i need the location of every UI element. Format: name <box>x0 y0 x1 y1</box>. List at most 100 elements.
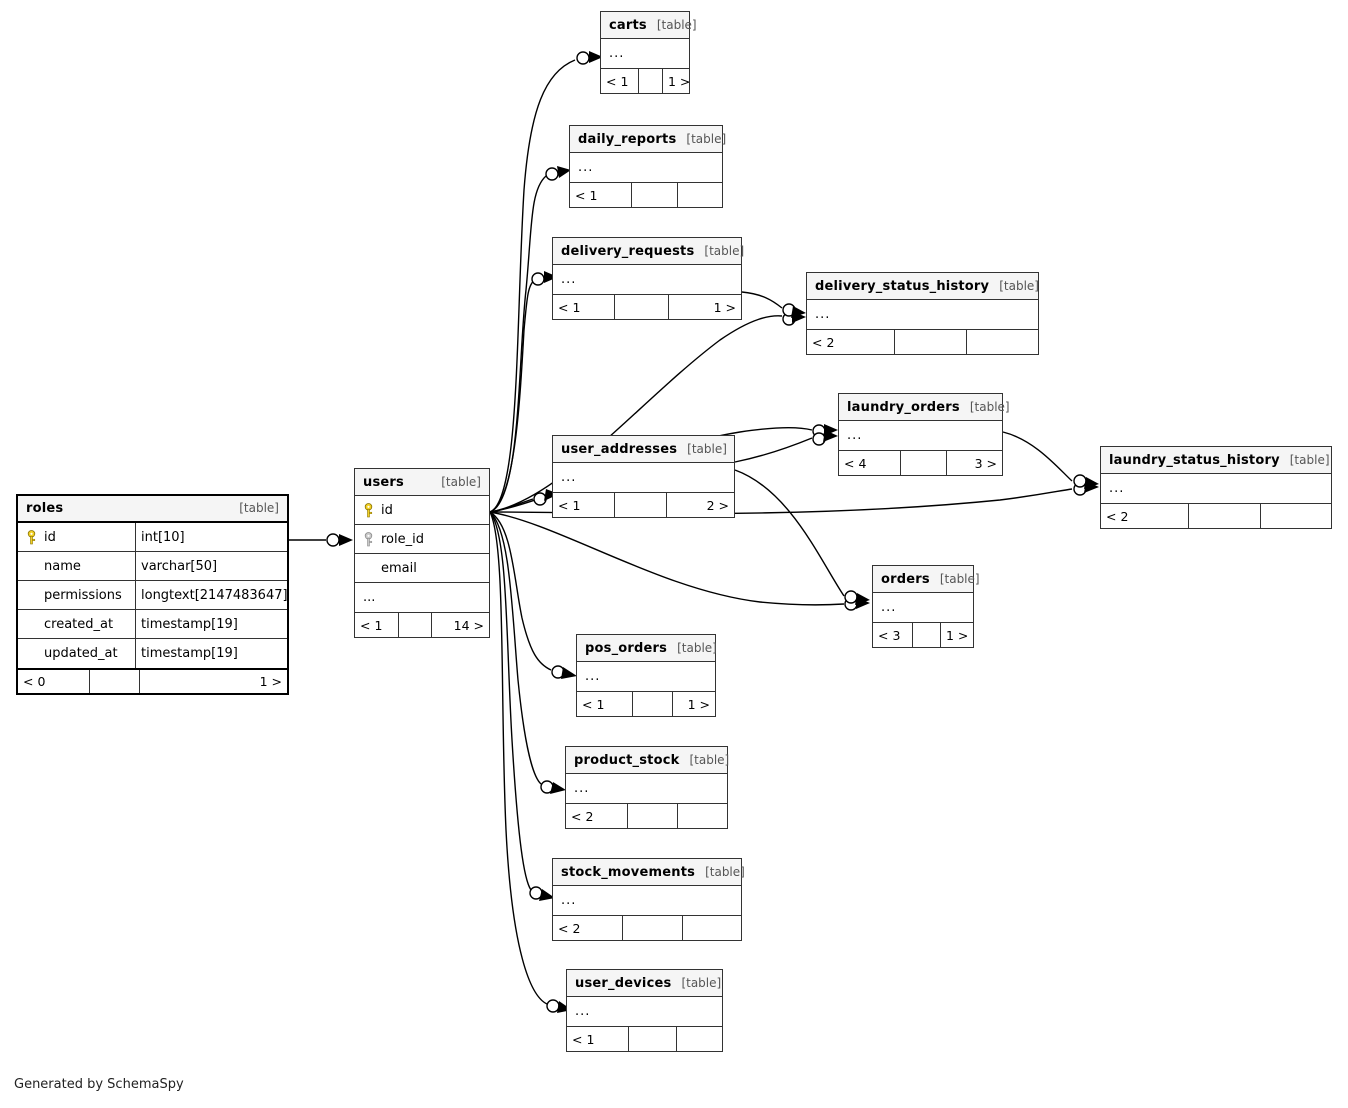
table-row[interactable]: created_at timestamp[19] <box>18 610 287 639</box>
table-row[interactable]: id <box>355 496 489 525</box>
table-header-stock-movements: stock_movements [table] <box>553 859 745 886</box>
more-columns-ellipsis: ... <box>609 46 625 61</box>
column-type: timestamp[19] <box>141 616 238 632</box>
table-node-delivery-requests[interactable]: delivery_requests [table] ... < 1 1 > <box>552 237 745 320</box>
table-node-stock-movements[interactable]: stock_movements [table] ... < 2 <box>552 858 745 941</box>
footer-parents-count: < 1 <box>601 69 639 93</box>
table-row[interactable]: name varchar[50] <box>18 552 287 581</box>
footer-middle <box>913 623 941 647</box>
table-footer-product-stock: < 2 <box>566 803 727 828</box>
table-header-orders: orders [table] <box>873 566 980 593</box>
table-node-delivery-status-history[interactable]: delivery_status_history [table] ... < 2 <box>806 272 1039 355</box>
table-header-delivery-requests: delivery_requests [table] <box>553 238 745 265</box>
table-node-laundry-orders[interactable]: laundry_orders [table] ... < 4 3 > <box>838 393 1010 476</box>
footer-children-count: 3 > <box>974 455 997 471</box>
table-kind-pos-orders: [table] <box>677 640 717 655</box>
primary-key-icon <box>27 529 36 544</box>
table-title-orders: orders <box>881 571 930 587</box>
footer-middle <box>895 330 967 354</box>
footer-parents-count: < 1 <box>355 613 399 637</box>
more-columns-ellipsis: ... <box>815 307 831 322</box>
more-columns-ellipsis: ... <box>847 428 863 443</box>
edge-users-pos-orders <box>489 511 577 679</box>
footer-children-count: 2 > <box>706 497 729 513</box>
table-title-pos-orders: pos_orders <box>585 640 668 656</box>
table-footer-delivery-status-history: < 2 <box>807 329 1038 354</box>
footer-children-count: 1 > <box>713 299 736 315</box>
table-kind-orders: [table] <box>939 571 980 586</box>
footer-middle <box>639 69 663 93</box>
table-node-users[interactable]: users [table] id <box>354 468 490 638</box>
table-row[interactable]: id int[10] <box>18 523 287 552</box>
footer-parents-count: < 2 <box>1101 504 1189 528</box>
footer-parents-count: < 4 <box>839 451 901 475</box>
table-header-delivery-status-history: delivery_status_history [table] <box>807 273 1039 300</box>
footer-middle <box>623 916 683 940</box>
table-footer-pos-orders: < 1 1 > <box>577 691 715 716</box>
table-footer-user-addresses: < 1 2 > <box>553 492 734 517</box>
table-title-delivery-requests: delivery_requests <box>561 243 695 259</box>
more-columns-ellipsis: ... <box>1109 481 1125 496</box>
table-body-orders: ... <box>873 593 973 622</box>
table-body-delivery-requests: ... <box>553 265 741 294</box>
table-node-laundry-status-history[interactable]: laundry_status_history [table] ... < 2 <box>1100 446 1332 529</box>
table-kind-delivery-requests: [table] <box>704 243 745 258</box>
footer-middle <box>615 493 667 517</box>
footer-children-count <box>1261 504 1331 528</box>
footer-parents-count: < 2 <box>553 916 623 940</box>
table-row[interactable]: role_id <box>355 525 489 554</box>
table-node-product-stock[interactable]: product_stock [table] ... < 2 <box>565 746 729 829</box>
more-columns-ellipsis: ... <box>585 669 601 684</box>
column-name: name <box>18 552 136 580</box>
edge-delivery-requests-status-history <box>741 291 806 318</box>
footer-middle <box>901 451 947 475</box>
table-header-users: users [table] <box>355 469 489 496</box>
table-title-laundry-orders: laundry_orders <box>847 399 960 415</box>
table-node-carts[interactable]: carts [table] ... < 1 1 > <box>600 11 697 94</box>
table-node-daily-reports[interactable]: daily_reports [table] ... < 1 <box>569 125 726 208</box>
table-title-user-addresses: user_addresses <box>561 441 678 457</box>
table-title-users: users <box>363 474 404 490</box>
table-footer-stock-movements: < 2 <box>553 915 741 940</box>
footer-children-count: 14 > <box>453 617 484 633</box>
more-columns-ellipsis: ... <box>561 470 577 485</box>
table-node-orders[interactable]: orders [table] ... < 3 1 > <box>872 565 980 648</box>
table-node-pos-orders[interactable]: pos_orders [table] ... < 1 1 > <box>576 634 717 717</box>
table-node-user-addresses[interactable]: user_addresses [table] ... < 1 2 > <box>552 435 735 518</box>
table-kind-users: [table] <box>441 474 481 489</box>
table-body-user-addresses: ... <box>553 463 734 492</box>
footer-parents-count: < 2 <box>566 804 628 828</box>
footer-children-count <box>683 916 741 940</box>
table-footer-delivery-requests: < 1 1 > <box>553 294 741 319</box>
table-row[interactable]: updated_at timestamp[19] <box>18 639 287 668</box>
footer-middle <box>628 804 678 828</box>
footer-parents-count: < 0 <box>18 670 90 693</box>
table-body-laundry-status-history: ... <box>1101 474 1331 503</box>
table-row[interactable]: permissions longtext[2147483647] <box>18 581 288 610</box>
more-columns-ellipsis: ... <box>574 781 590 796</box>
footer-parents-count: < 1 <box>570 183 632 207</box>
table-body-stock-movements: ... <box>553 886 741 915</box>
table-kind-laundry-status-history: [table] <box>1289 452 1330 467</box>
table-header-daily-reports: daily_reports [table] <box>570 126 726 153</box>
edge-roles-users <box>289 533 353 547</box>
footer-middle <box>1189 504 1261 528</box>
table-body-carts: ... <box>601 39 689 68</box>
table-row[interactable]: email <box>355 554 489 583</box>
table-kind-stock-movements: [table] <box>705 864 745 879</box>
footer-parents-count: < 1 <box>577 692 633 716</box>
table-footer-laundry-status-history: < 2 <box>1101 503 1331 528</box>
table-node-user-devices[interactable]: user_devices [table] ... < 1 <box>566 969 723 1052</box>
footer-children-count: 1 > <box>259 674 282 689</box>
footer-parents-count: < 3 <box>873 623 913 647</box>
table-node-roles[interactable]: roles [table] id int[10] name varchar <box>16 494 289 695</box>
table-header-user-addresses: user_addresses [table] <box>553 436 734 463</box>
table-footer-laundry-orders: < 4 3 > <box>839 450 1002 475</box>
foreign-key-icon <box>364 531 373 546</box>
column-type: timestamp[19] <box>141 646 238 661</box>
more-columns-ellipsis: ... <box>363 590 376 605</box>
edge-users-user-addresses <box>489 489 559 513</box>
footer-children-count: 1 > <box>687 696 710 712</box>
edge-users-delivery-requests <box>489 271 558 513</box>
